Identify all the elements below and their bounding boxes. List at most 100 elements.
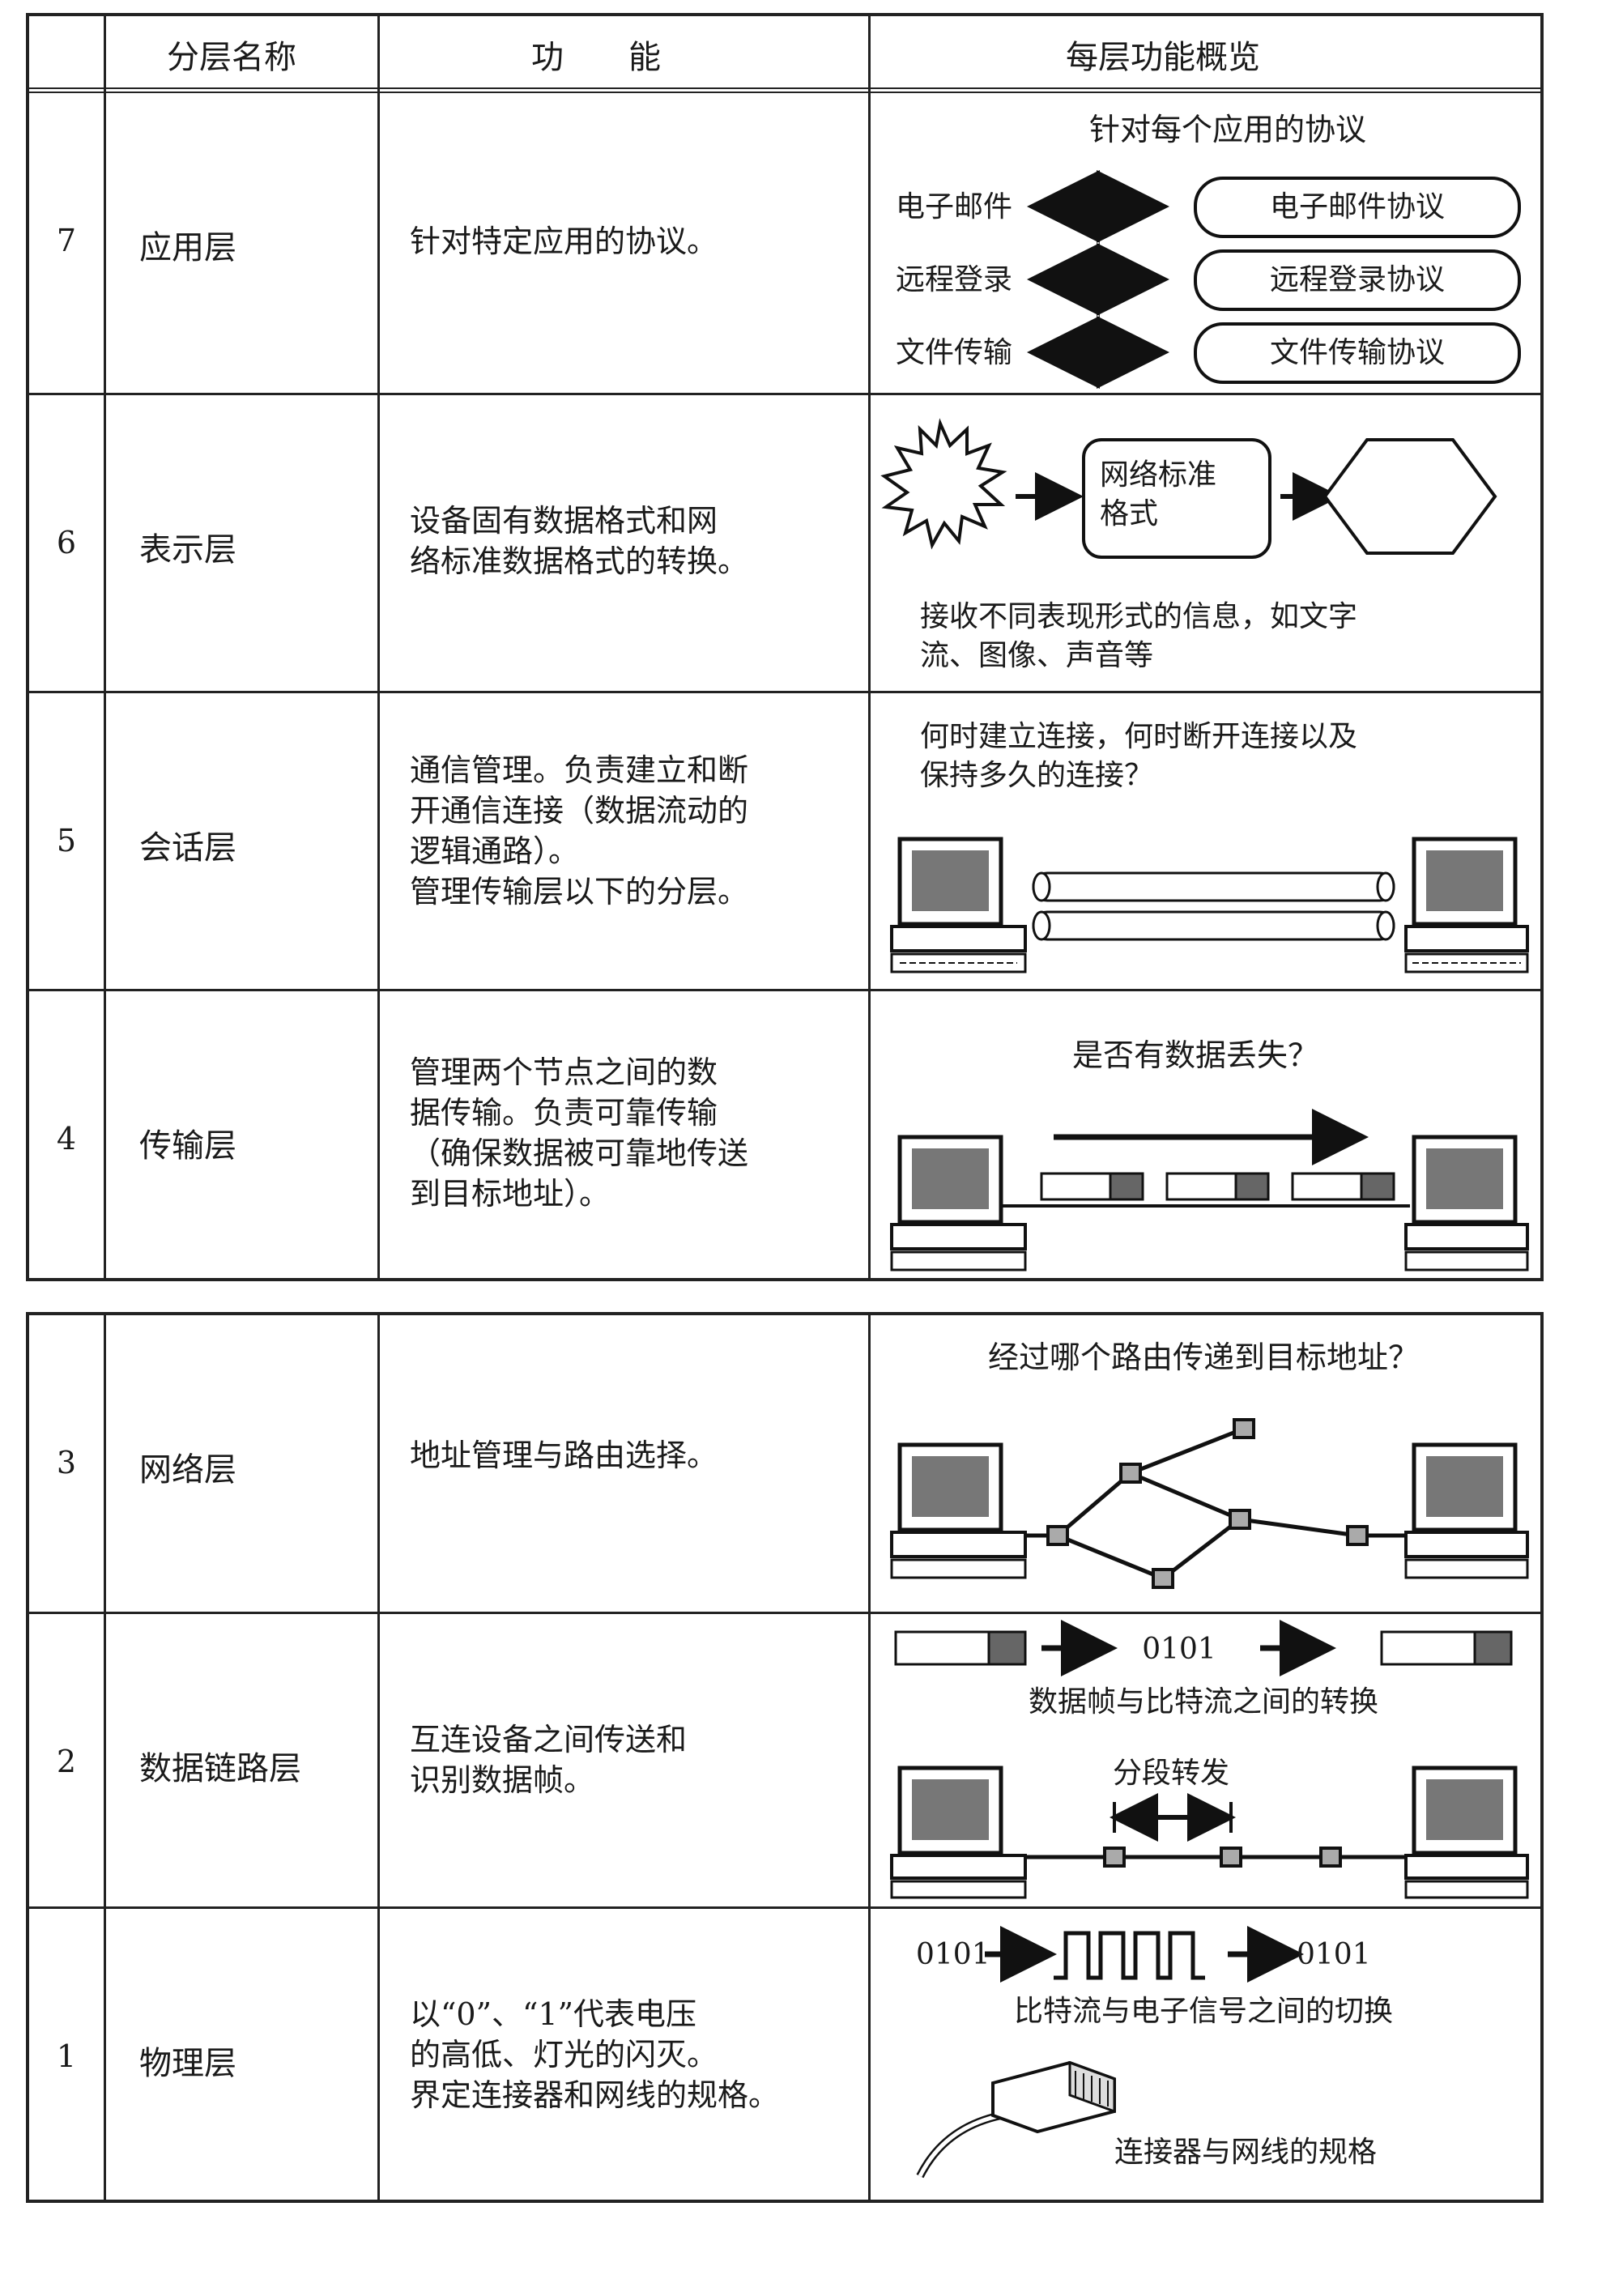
svg-text:经过哪个路由传递到目标地址？: 经过哪个路由传递到目标地址？	[988, 1340, 1419, 1375]
presentation-layer-figure: 网络标准 格式 接收不同表现形式的信息，如文字 流、图像、声音等	[880, 418, 1497, 672]
layer-name: 网络层	[139, 1451, 236, 1489]
protocol-box	[1194, 249, 1521, 311]
layer-row-5: 5 会话层 通信管理。负责建立和断 开通信连接（数据流动的 逻辑通路）。 管理传…	[29, 691, 1540, 989]
transport-layer-figure: 是否有数据丢失？	[890, 1037, 1529, 1272]
svg-text:保持多久的连接？: 保持多久的连接？	[920, 759, 1153, 792]
router-nodes	[1046, 1418, 1369, 1589]
layer-number: 5	[56, 823, 77, 858]
computer-icon	[1404, 1135, 1529, 1272]
svg-text:格式: 格式	[1100, 497, 1158, 530]
osi-table-lower: 3 网络层 地址管理与路由选择。 经过哪个路由传递到目标地址？	[26, 1312, 1544, 2203]
column-divider	[377, 1315, 380, 2200]
svg-text:流、图像、声音等: 流、图像、声音等	[920, 639, 1153, 672]
layer-row-7: 7 应用层 针对特定应用的协议。 针对每个应用的协议 电子邮件 电子邮件协议 远…	[29, 93, 1540, 393]
svg-text:电子邮件协议: 电子邮件协议	[1270, 190, 1445, 224]
layer-name: 应用层	[139, 229, 236, 266]
figure-title: 针对每个应用的协议	[1089, 112, 1366, 147]
network-layer-figure: 经过哪个路由传递到目标地址？	[890, 1340, 1529, 1589]
standard-format-box	[1082, 438, 1271, 559]
starburst-icon	[880, 418, 1007, 550]
header-overview: 每层功能概览	[1066, 39, 1260, 76]
layer-function: 互连设备之间传送和 识别数据帧。	[410, 1722, 688, 1798]
svg-text:数据帧与比特流之间的转换: 数据帧与比特流之间的转换	[1029, 1685, 1378, 1719]
router-node	[1119, 1463, 1142, 1484]
datalink-layer-figure: 0101 数据帧与比特流之间的转换 分段转发	[890, 1620, 1529, 1899]
svg-text:网络标准: 网络标准	[1100, 458, 1216, 492]
switch-node	[1220, 1847, 1242, 1868]
bitstream-label: 0101	[916, 1938, 990, 1971]
header-name: 分层名称	[167, 39, 296, 76]
svg-text:是否有数据丢失？: 是否有数据丢失？	[1072, 1037, 1318, 1073]
route-graph	[1001, 1426, 1414, 1581]
svg-text:电子邮件: 电子邮件	[896, 190, 1012, 224]
data-packet	[1291, 1172, 1395, 1201]
hexagon-icon	[1322, 438, 1497, 555]
layer-row-4: 4 传输层 管理两个节点之间的数 据传输。负责可靠传输 （确保数据被可靠地传送 …	[29, 989, 1540, 1278]
data-frame	[1380, 1630, 1513, 1666]
layer-number: 4	[56, 1121, 77, 1157]
computer-icon	[890, 1135, 1027, 1272]
application-layer-figure: 针对每个应用的协议 电子邮件 电子邮件协议 远程登录 远程登录协议 文件传输 文…	[896, 112, 1521, 389]
svg-text:比特流与电子信号之间的切换: 比特流与电子信号之间的切换	[1014, 1995, 1393, 2028]
computer-icon	[1404, 1442, 1529, 1579]
column-divider	[104, 1315, 106, 2200]
signal-waveform-icon	[1054, 1931, 1205, 1980]
computer-icon	[890, 1766, 1027, 1899]
osi-table-upper: 分层名称 功 能 每层功能概览 7 应用层 针对特定应用的协议。 针对每个应用的…	[26, 13, 1544, 1281]
data-packet	[1040, 1172, 1144, 1201]
switch-node	[1103, 1847, 1126, 1868]
router-node	[1233, 1418, 1255, 1439]
svg-text:远程登录: 远程登录	[896, 263, 1012, 296]
layer-function: 管理两个节点之间的数 据传输。负责可靠传输 （确保数据被可靠地传送 到目标地址）…	[410, 1054, 749, 1212]
router-node	[1346, 1525, 1369, 1546]
layer-name: 传输层	[139, 1127, 236, 1165]
connection-pipe	[1032, 910, 1395, 941]
table-header: 分层名称 功 能 每层功能概览	[29, 16, 1540, 93]
svg-text:文件传输: 文件传输	[896, 336, 1012, 369]
physical-layer-figure: 0101 0101 比特流与电子信号之间的切换 连接器与网线的规格	[916, 1926, 1393, 2179]
bitstream-label: 0101	[1297, 1938, 1371, 1971]
layer-number: 1	[56, 2038, 77, 2074]
layer-row-3: 3 网络层 地址管理与路由选择。 经过哪个路由传递到目标地址？	[29, 1315, 1540, 1612]
protocol-box	[1194, 177, 1521, 238]
protocol-pair: 电子邮件 电子邮件协议	[896, 170, 1521, 243]
computer-icon	[1404, 1766, 1529, 1899]
svg-text:何时建立连接，何时断开连接以及: 何时建立连接，何时断开连接以及	[920, 720, 1357, 753]
header-function: 功 能	[531, 39, 661, 76]
protocol-pair: 文件传输 文件传输协议	[896, 316, 1521, 389]
layer-number: 6	[56, 525, 77, 560]
computer-icon	[890, 1442, 1027, 1579]
computer-icon	[1404, 837, 1529, 973]
layer-function: 针对特定应用的协议。	[410, 224, 718, 259]
connection-pipe	[1032, 871, 1395, 902]
svg-text:文件传输协议: 文件传输协议	[1270, 336, 1445, 369]
data-packet	[1165, 1172, 1270, 1201]
layer-row-1: 1 物理层 以“0”、“1”代表电压 的高低、灯光的闪灭。 界定连接器和网线的规…	[29, 1906, 1540, 2200]
layer-name: 数据链路层	[139, 1750, 301, 1787]
layer-name: 会话层	[139, 829, 236, 867]
layer-function: 设备固有数据格式和网 络标准数据格式的转换。	[410, 503, 749, 579]
session-layer-figure: 何时建立连接，何时断开连接以及 保持多久的连接？	[890, 720, 1529, 973]
column-divider	[377, 16, 380, 1278]
router-node	[1046, 1525, 1069, 1546]
column-divider	[868, 16, 871, 1278]
layer-function: 通信管理。负责建立和断 开通信连接（数据流动的 逻辑通路）。 管理传输层以下的分…	[410, 752, 749, 909]
protocol-box	[1194, 322, 1521, 384]
layer-name: 表示层	[139, 531, 236, 569]
router-node	[1229, 1509, 1251, 1530]
switch-node	[1319, 1847, 1342, 1868]
computer-icon	[890, 837, 1027, 973]
connector-label: 连接器与网线的规格	[1114, 2136, 1377, 2169]
layer-function: 以“0”、“1”代表电压 的高低、灯光的闪灭。 界定连接器和网线的规格。	[410, 1996, 780, 2113]
layer-number: 2	[56, 1744, 77, 1779]
data-frame	[894, 1630, 1027, 1666]
svg-text:远程登录协议: 远程登录协议	[1270, 263, 1445, 296]
layer-row-6: 6 表示层 设备固有数据格式和网 络标准数据格式的转换。 网络标准 格式 接收不…	[29, 393, 1540, 691]
protocol-pair: 远程登录 远程登录协议	[896, 243, 1521, 316]
layer-number: 3	[56, 1445, 77, 1480]
column-divider	[868, 1315, 871, 2200]
column-divider	[104, 16, 106, 1278]
router-node	[1152, 1568, 1174, 1589]
layer-number: 7	[56, 223, 77, 258]
bitstream-label: 0101	[1142, 1633, 1216, 1666]
